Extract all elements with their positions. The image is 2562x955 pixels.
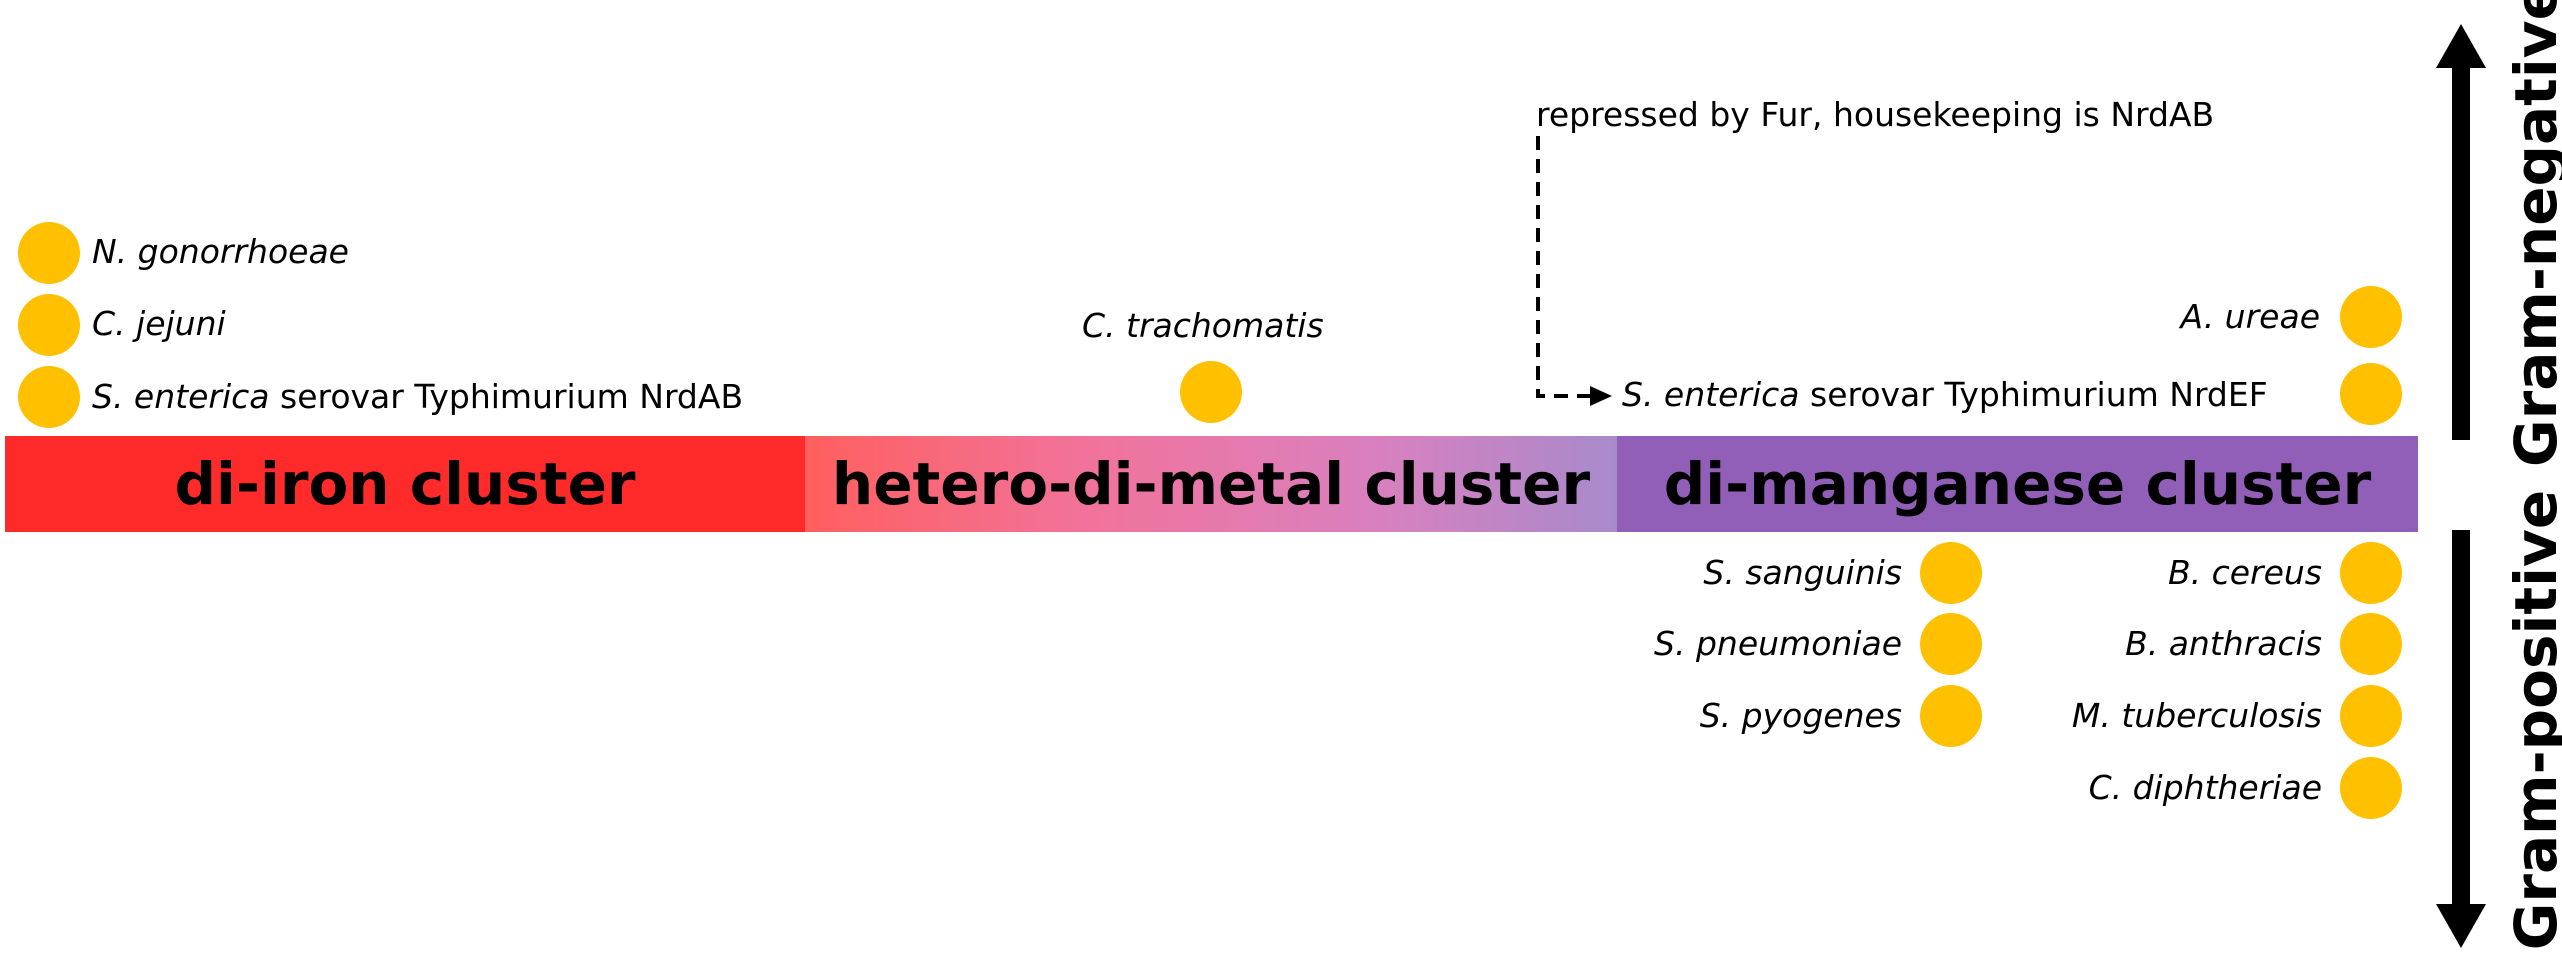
organism-label-c-trachomatis: C. trachomatis [1082, 306, 1324, 345]
hetero-di-metal-cluster-label: hetero-di-metal cluster [831, 450, 1591, 518]
organism-label-a-ureae: A. ureae [2180, 297, 2320, 336]
organism-dot [2340, 757, 2402, 819]
organism-label-s-pyogenes: S. pyogenes [1699, 696, 1902, 735]
organism-label-s-sanguinis: S. sanguinis [1703, 553, 1902, 592]
fur-repression-note: repressed by Fur, housekeeping is NrdAB [1536, 95, 2215, 134]
organism-dot [1920, 685, 1982, 747]
organism-label-s-enterica-nrdef: S. enterica serovar Typhimurium NrdEF [1622, 375, 2268, 415]
gram-positive-arrow-head [2436, 904, 2486, 948]
gram-negative-arrow-shaft [2452, 62, 2470, 440]
di-manganese-cluster-bar: di-manganese cluster [1617, 436, 2418, 532]
organism-dot [1920, 613, 1982, 675]
organism-label-c-diphtheriae: C. diphtheriae [2088, 768, 2322, 807]
organism-label-b-cereus: B. cereus [2167, 553, 2322, 592]
dashed-connector-arrowhead [1590, 386, 1612, 406]
di-iron-cluster-label: di-iron cluster [174, 450, 636, 518]
organism-dot [2340, 363, 2402, 425]
organism-label-c-jejuni: C. jejuni [92, 304, 226, 343]
strain-suffix: serovar Typhimurium NrdAB [280, 377, 744, 416]
gram-negative-arrow-head [2436, 24, 2486, 68]
strain-suffix: serovar Typhimurium NrdEF [1810, 375, 2268, 414]
hetero-di-metal-cluster-bar: hetero-di-metal cluster [805, 436, 1617, 532]
di-iron-cluster-bar: di-iron cluster [5, 436, 805, 532]
organism-label-n-gonorrhoeae: N. gonorrhoeae [92, 232, 349, 271]
organism-label-b-anthracis: B. anthracis [2125, 624, 2322, 663]
organism-label-s-pneumoniae: S. pneumoniae [1654, 624, 1902, 663]
species-name: S. enterica [92, 377, 270, 416]
organism-dot [2340, 685, 2402, 747]
organism-dot [2340, 542, 2402, 604]
di-manganese-cluster-label: di-manganese cluster [1663, 450, 2372, 518]
organism-label-m-tuberculosis: M. tuberculosis [2071, 696, 2322, 735]
gram-negative-label: Gram-negative [2502, 0, 2562, 467]
organism-dot [18, 294, 80, 356]
organism-label-s-enterica-nrdab: S. enterica serovar Typhimurium NrdAB [92, 377, 743, 417]
organism-dot [18, 366, 80, 428]
organism-dot [1920, 542, 1982, 604]
organism-dot [1180, 361, 1242, 423]
organism-dot [2340, 613, 2402, 675]
dashed-connector-arrow [1536, 136, 1590, 398]
species-name: S. enterica [1622, 375, 1800, 414]
gram-positive-label: Gram-positive [2502, 489, 2562, 951]
gram-positive-arrow-shaft [2452, 530, 2470, 910]
organism-dot [2340, 286, 2402, 348]
organism-dot [18, 222, 80, 284]
